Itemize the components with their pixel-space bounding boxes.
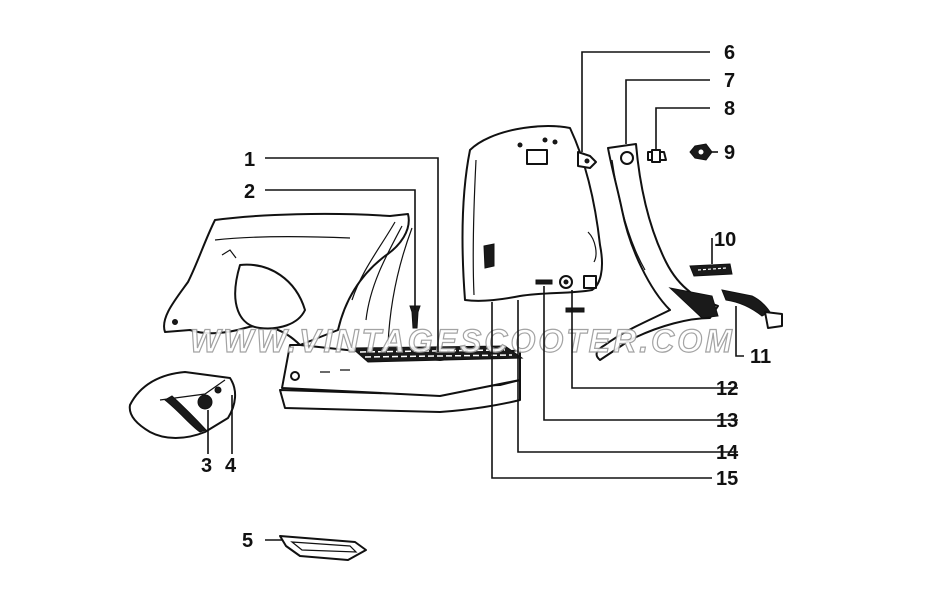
screw: [409, 305, 421, 329]
leader-1: [265, 157, 439, 352]
horn-cover-strip: [595, 143, 719, 361]
callout-9: 9: [724, 142, 735, 164]
leader-lines: [207, 51, 744, 541]
callout-15: 15: [716, 468, 738, 490]
nut: [689, 143, 713, 161]
leader-15: [491, 302, 712, 479]
leader-11: [735, 306, 744, 357]
callout-8: 8: [724, 98, 735, 120]
callout-1: 1: [244, 149, 255, 171]
leader-6: [581, 51, 710, 152]
legshield-hardware: [535, 275, 597, 313]
callout-12: 12: [716, 378, 738, 400]
callout-4: 4: [225, 455, 237, 477]
leader-8: [655, 107, 710, 150]
rear-body-frame: [163, 212, 413, 346]
callout-5: 5: [242, 530, 253, 552]
leader-14: [517, 300, 738, 453]
callout-13: 13: [716, 410, 738, 432]
leader-12: [571, 290, 738, 389]
floor-mat: [350, 345, 524, 363]
callout-numbers: 1 2 3 4 5 6 7 8 9 10 11 12 13 14 15: [201, 42, 771, 552]
callout-3: 3: [201, 455, 212, 477]
callout-6: 6: [724, 42, 735, 64]
glovebox: [128, 371, 236, 439]
badge-plate: [689, 263, 733, 277]
callout-14: 14: [716, 442, 739, 464]
glovebox-lock: [197, 394, 213, 410]
leader-7: [625, 79, 710, 144]
callout-2: 2: [244, 181, 255, 203]
callout-7: 7: [724, 70, 735, 92]
callout-10: 10: [714, 229, 736, 251]
leader-13: [543, 286, 738, 421]
tray-frame: [279, 535, 367, 561]
legshield: [461, 125, 603, 302]
bolt: [647, 149, 667, 163]
legshield-badge-slot: [526, 149, 548, 165]
clip: [577, 151, 597, 169]
callout-11: 11: [750, 346, 771, 368]
horn-cover-hole: [620, 151, 634, 165]
leader-2: [265, 189, 416, 310]
rubber-buffer: [721, 289, 783, 329]
watermark: WWW.VINTAGESCOOTER.COM: [190, 323, 735, 359]
